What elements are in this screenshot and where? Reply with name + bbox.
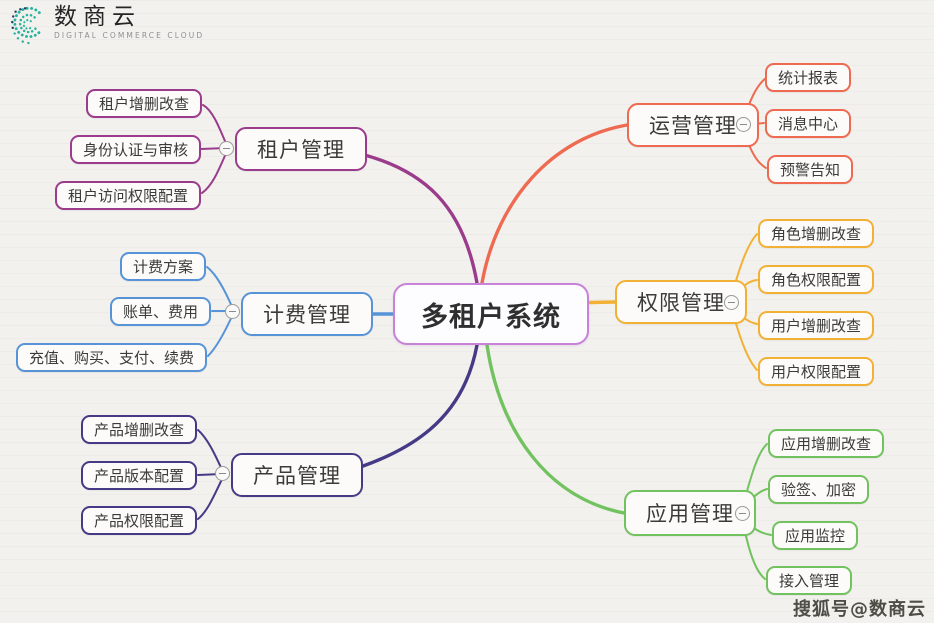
node-root-topic[interactable]: 多租户系统 — [393, 283, 589, 345]
connector-line — [197, 476, 224, 520]
connector-line — [207, 313, 234, 357]
collapse-toggle[interactable] — [735, 506, 750, 521]
node-user-permission-config[interactable]: 用户权限配置 — [758, 357, 875, 386]
node-tenant-access-config[interactable]: 租户访问权限配置 — [54, 181, 201, 210]
connector-line — [337, 343, 479, 476]
connector-line — [485, 343, 626, 515]
connector-line — [201, 150, 228, 194]
node-product-crud[interactable]: 产品增删改查 — [80, 415, 197, 444]
node-recharge-purchase-pay-renew[interactable]: 充值、购买、支付、续费 — [15, 343, 207, 372]
node-role-crud[interactable]: 角色增删改查 — [758, 219, 875, 248]
node-alert-notification[interactable]: 预警告知 — [767, 155, 854, 184]
collapse-toggle[interactable] — [736, 117, 751, 132]
collapse-toggle[interactable] — [724, 295, 739, 310]
node-tenant-crud[interactable]: 租户增删改查 — [85, 89, 202, 118]
logo-text: 数商云 DIGITAL COMMERCE CLOUD — [54, 4, 204, 40]
node-role-permission-config[interactable]: 角色权限配置 — [758, 265, 875, 294]
connector-line — [206, 266, 234, 310]
node-user-crud[interactable]: 用户增删改查 — [758, 311, 875, 340]
node-statistics-report[interactable]: 统计报表 — [765, 63, 852, 92]
logo-subtitle: DIGITAL COMMERCE CLOUD — [54, 31, 205, 41]
collapse-toggle[interactable] — [225, 304, 240, 319]
root-topic-label: 多租户系统 — [421, 301, 561, 333]
collapse-toggle[interactable] — [219, 141, 234, 156]
node-billing-management[interactable]: 计费管理 — [241, 292, 373, 336]
node-product-management[interactable]: 产品管理 — [231, 453, 363, 497]
node-identity-audit[interactable]: 身份认证与审核 — [69, 135, 201, 164]
node-billing-plan[interactable]: 计费方案 — [119, 252, 206, 281]
node-tenant-management[interactable]: 租户管理 — [235, 127, 367, 171]
node-application-management[interactable]: 应用管理 — [624, 490, 756, 536]
connector-line — [480, 123, 629, 285]
logo-brand-name: 数商云 — [54, 4, 141, 30]
node-signature-encryption[interactable]: 验签、加密 — [768, 475, 870, 504]
collapse-toggle[interactable] — [215, 466, 230, 481]
node-operations-management[interactable]: 运营管理 — [627, 103, 759, 147]
node-app-crud[interactable]: 应用增删改查 — [768, 429, 885, 458]
watermark-text: 搜狐号@数商云 — [793, 599, 926, 620]
node-product-version-config[interactable]: 产品版本配置 — [80, 461, 197, 490]
connector-line — [202, 104, 228, 147]
branch-lines-application — [485, 343, 772, 580]
connector-line — [341, 148, 479, 285]
logo-mark-icon — [11, 6, 43, 45]
node-bills-fees[interactable]: 账单、费用 — [109, 297, 211, 326]
node-product-permission-config[interactable]: 产品权限配置 — [80, 506, 197, 535]
brand-logo: 数商云 DIGITAL COMMERCE CLOUD — [8, 4, 204, 46]
node-app-monitoring[interactable]: 应用监控 — [772, 521, 859, 550]
node-permission-management[interactable]: 权限管理 — [615, 280, 747, 324]
node-access-management[interactable]: 接入管理 — [766, 566, 853, 595]
node-message-center[interactable]: 消息中心 — [765, 109, 852, 138]
